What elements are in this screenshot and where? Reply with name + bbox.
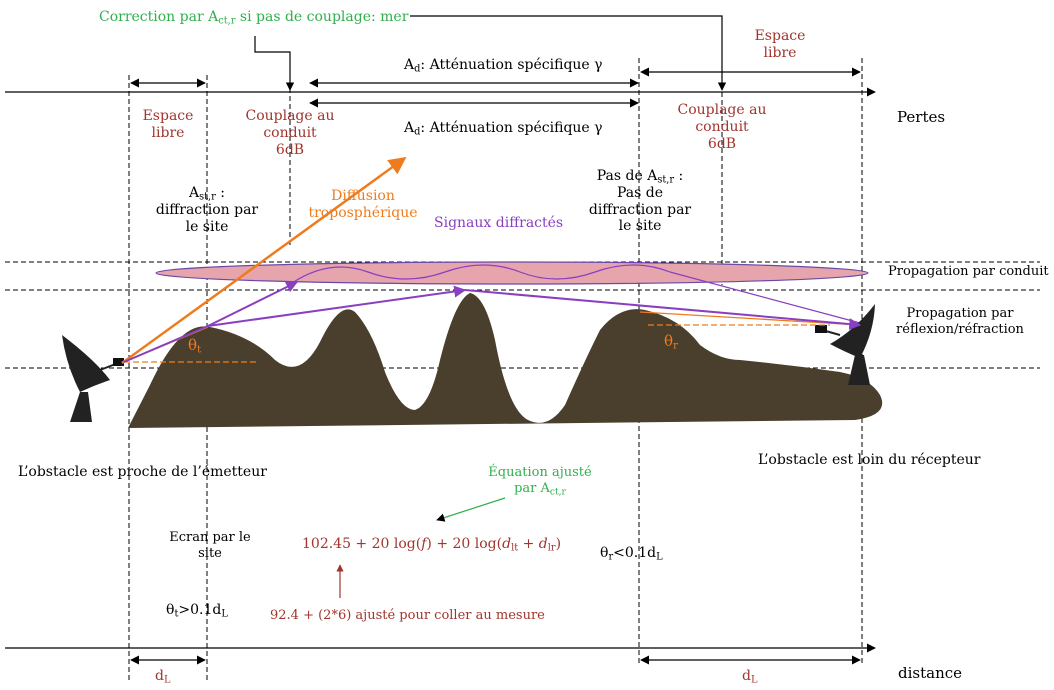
- region-dividers: [128, 58, 863, 680]
- theta-t-label: θt: [188, 336, 202, 356]
- condition-left-label: θt>0.1dL: [166, 602, 228, 620]
- equation-adjusted-arrow: [436, 497, 506, 522]
- distance-label: distance: [898, 664, 963, 682]
- correction-right-connector: [410, 15, 727, 91]
- prop-conduit-label: Propagation par conduit: [888, 264, 1049, 279]
- correction-label: Correction par Act,r si pas de couplage:…: [99, 9, 409, 27]
- dl-right-label: dL: [742, 668, 758, 686]
- ray-tx-to-peak: [123, 325, 209, 363]
- ray-hill-to-rx: [464, 289, 862, 331]
- obstacle-proche-label: L’obstacle est proche de l’émetteur: [18, 464, 267, 480]
- pertes-label: Pertes: [897, 108, 946, 126]
- theta-r-label: θr: [664, 332, 679, 352]
- pas-ast-label: Pas de Ast,r : Pas de diffraction par le…: [588, 168, 692, 235]
- signaux-label: Signaux diffractés: [434, 215, 564, 231]
- ast-left-label: Ast,r : diffraction par le site: [155, 185, 259, 235]
- transmitter-antenna: [62, 335, 124, 422]
- terrain: [128, 293, 883, 428]
- equation-ajuste-label: Équation ajusté par Act,r: [488, 465, 592, 497]
- ray-peak-to-duct: [207, 281, 299, 327]
- receiver-antenna: [815, 304, 875, 385]
- duct-exit-ray: [669, 271, 861, 324]
- obstacle-loin-label: L’obstacle est loin du récepteur: [758, 452, 981, 468]
- dl-left-label: dL: [155, 668, 171, 686]
- ad-mid-label: Ad: Atténuation spécifique γ: [404, 120, 603, 138]
- tropospheric-scatter-ray: [121, 156, 407, 365]
- note-923-label: 92.4 + (2*6) ajusté pour coller au mesur…: [270, 608, 545, 623]
- correction-left-connector: [254, 36, 295, 91]
- condition-right-label: θr<0.1dL: [600, 545, 663, 563]
- rx-orange-ray: [639, 311, 861, 326]
- loss-equation: 102.45 + 20 log(f) + 20 log(dlt + dlr): [302, 536, 562, 554]
- duct-wave: [291, 264, 671, 284]
- ray-peak-to-hill: [207, 285, 467, 327]
- ad-top-label: Ad: Atténuation spécifique γ: [404, 57, 603, 75]
- duct-ellipse: [155, 261, 869, 285]
